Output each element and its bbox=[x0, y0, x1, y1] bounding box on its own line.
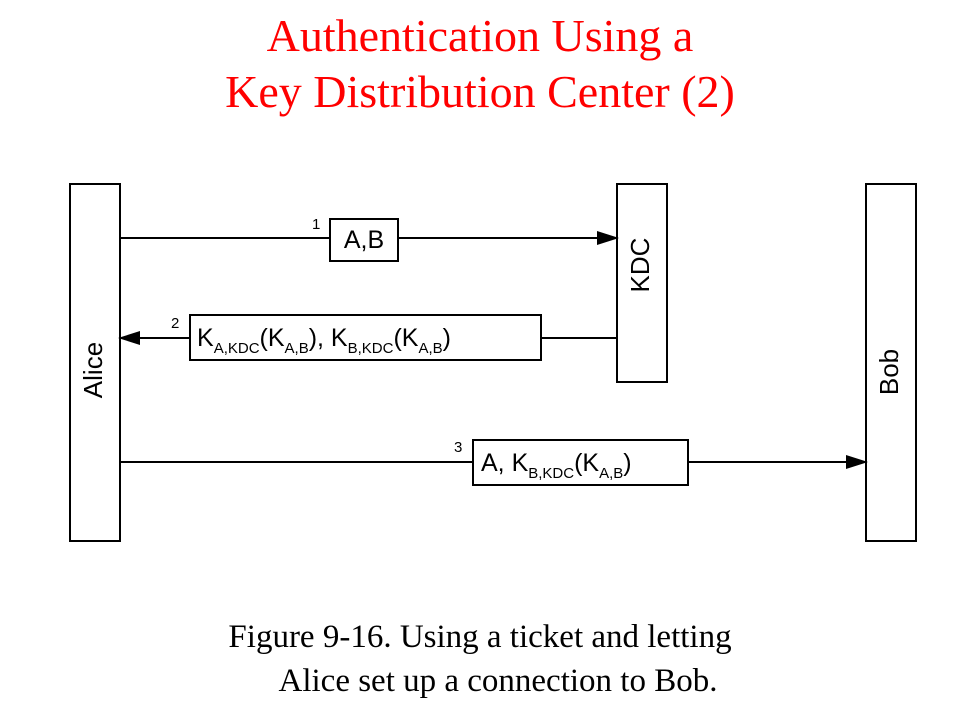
alice-label: Alice bbox=[78, 342, 108, 398]
message-3-box bbox=[472, 439, 689, 486]
alice-lane: Alice bbox=[69, 183, 121, 542]
message-3-number: 3 bbox=[454, 439, 462, 456]
title-line-2: Key Distribution Center (2) bbox=[225, 66, 735, 117]
kdc-label: KDC bbox=[625, 238, 655, 293]
figure-caption: Figure 9-16. Using a ticket and letting … bbox=[120, 615, 840, 703]
message-1-text: A,B bbox=[344, 226, 384, 254]
message-3: 3 A, KB,KDC(KA,B) bbox=[120, 439, 868, 486]
caption-line-1: Figure 9-16. Using a ticket and letting bbox=[228, 619, 732, 655]
message-2-text: KA,KDC(KA,B), KB,KDC(KA,B) bbox=[197, 324, 451, 357]
caption-line-2: Alice set up a connection to Bob. bbox=[278, 663, 718, 699]
title-line-1: Authentication Using a bbox=[266, 10, 694, 61]
bob-lane: Bob bbox=[865, 183, 917, 542]
message-2: 2 KA,KDC(KA,B), KB,KDC(KA,B) bbox=[118, 314, 617, 361]
slide-title: Authentication Using a Key Distribution … bbox=[0, 8, 960, 120]
message-1: 1 A,B bbox=[120, 216, 619, 262]
message-1-number: 1 bbox=[312, 216, 320, 233]
message-2-box bbox=[189, 314, 542, 361]
message-3-text: A, KB,KDC(KA,B) bbox=[481, 449, 632, 482]
message-2-number: 2 bbox=[171, 315, 179, 332]
bob-label: Bob bbox=[874, 349, 904, 395]
kdc-lane: KDC bbox=[616, 183, 668, 383]
message-1-box bbox=[329, 218, 399, 262]
